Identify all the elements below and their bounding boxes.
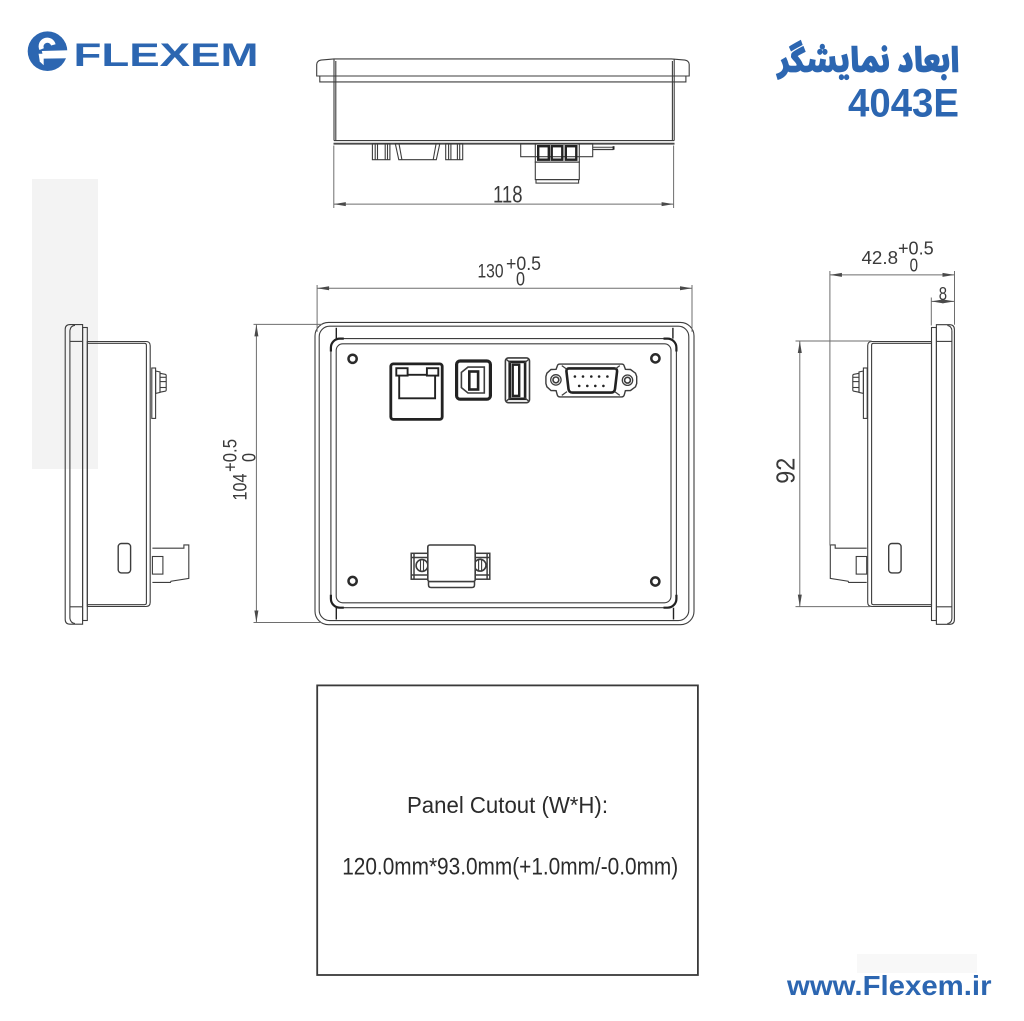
svg-text:+0.5: +0.5 [220, 439, 241, 472]
svg-text:130: 130 [478, 262, 504, 283]
svg-text:104: 104 [230, 473, 251, 500]
svg-text:42.8: 42.8 [862, 247, 899, 268]
svg-text:+0.5: +0.5 [506, 254, 541, 275]
svg-text:0: 0 [516, 270, 525, 291]
svg-text:www.Flexem.ir: www.Flexem.ir [786, 970, 992, 1001]
svg-text:FLEXEM: FLEXEM [74, 37, 259, 73]
svg-text:92: 92 [771, 458, 801, 484]
svg-text:118: 118 [493, 182, 523, 209]
svg-text:4043E: 4043E [848, 82, 959, 126]
svg-text:120.0mm*93.0mm(+1.0mm/-0.0mm): 120.0mm*93.0mm(+1.0mm/-0.0mm) [342, 853, 678, 880]
svg-text:8: 8 [939, 283, 947, 304]
svg-text:+0.5: +0.5 [898, 237, 934, 258]
svg-text:0: 0 [239, 453, 260, 462]
svg-text:Panel Cutout (W*H):: Panel Cutout (W*H): [407, 792, 608, 818]
svg-text:0: 0 [910, 255, 918, 276]
